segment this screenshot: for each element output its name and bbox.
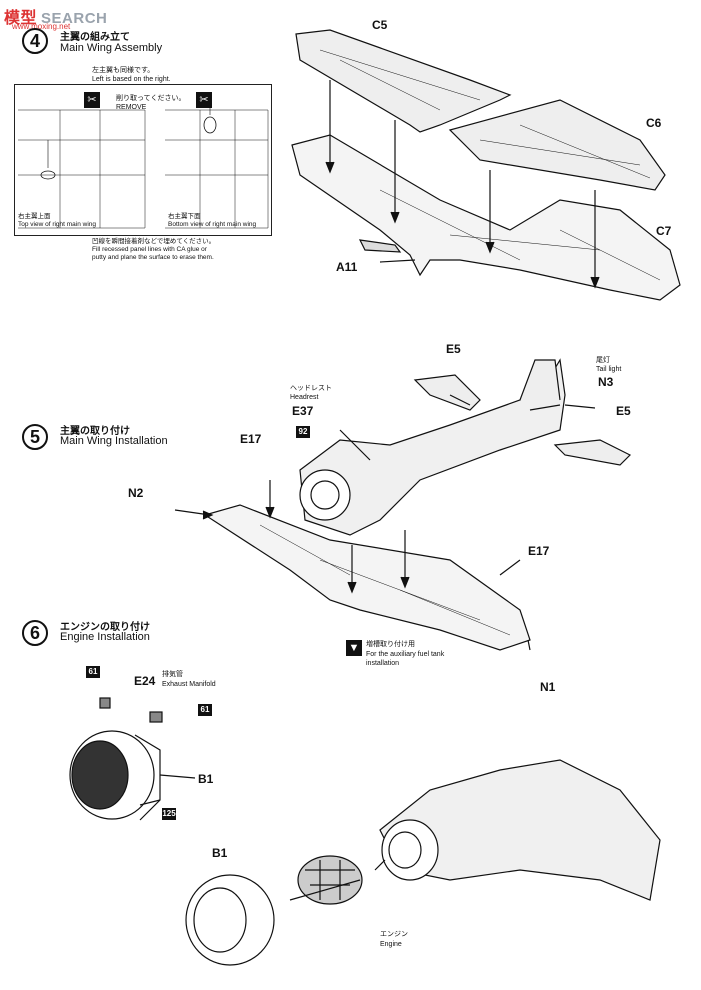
cut-icon-right: ✂ xyxy=(196,92,212,108)
exhaust-en: Exhaust Manifold xyxy=(162,681,216,688)
wing-lower-c7 xyxy=(291,134,681,301)
step-6-jp-title: エンジンの取り付け xyxy=(60,622,150,633)
stabilizer-e5-right xyxy=(553,439,632,466)
color-badge-125: 125 xyxy=(162,808,176,820)
part-label-b1: B1 xyxy=(198,772,214,786)
watermark-url: www.moxing.net xyxy=(12,22,71,31)
engine-jp: エンジン xyxy=(380,931,408,938)
fill-note-jp: 凹線を瞬間接着剤などで埋めてください。 xyxy=(92,238,216,245)
engine-en: Engine xyxy=(380,941,402,948)
color-badge-61a: 61 xyxy=(86,666,100,678)
part-label-a11: A11 xyxy=(336,260,358,274)
headrest-en: Headrest xyxy=(290,394,319,401)
step-5-en-title: Main Wing Installation xyxy=(60,435,168,447)
part-label-b1-lower: B1 xyxy=(212,846,228,860)
color-badge-92: 92 xyxy=(296,426,310,438)
part-label-e24: E24 xyxy=(134,674,156,688)
tail-fin xyxy=(519,359,561,401)
step-6-number: 6 xyxy=(22,620,48,646)
taillight-jp: 尾灯 xyxy=(596,357,610,364)
fill-note-en: Fill recessed panel lines with CA glue o… xyxy=(92,246,214,261)
part-label-c6: C6 xyxy=(646,116,662,130)
inset-note-en: Left is based on the right. xyxy=(92,76,171,83)
fuel-tank-en: For the auxiliary fuel tank installation xyxy=(366,651,445,667)
part-label-c5: C5 xyxy=(372,18,388,32)
drill-icon: ▼ xyxy=(346,640,362,656)
cut-icon: ✂ xyxy=(84,92,100,108)
remove-en: REMOVE xyxy=(116,104,147,111)
step-5-jp-title: 主翼の取り付け xyxy=(60,426,130,437)
fuselage-front xyxy=(379,759,661,901)
headrest-jp: ヘッドレスト xyxy=(290,385,332,392)
step-4-en-title: Main Wing Assembly xyxy=(60,42,163,54)
main-wing xyxy=(203,504,531,651)
part-label-c7: C7 xyxy=(656,224,672,238)
top-view-jp: 右主翼上面 xyxy=(18,213,51,220)
part-label-e5-top: E5 xyxy=(446,342,461,356)
fuel-tank-jp: 増槽取り付け用 xyxy=(366,641,415,648)
top-view-en: Top view of right main wing xyxy=(18,221,97,228)
wing-upper-c6 xyxy=(448,99,666,191)
stabilizer-e5-top xyxy=(413,374,481,411)
cowling-b1-lower xyxy=(185,874,275,966)
step-6-en-title: Engine Installation xyxy=(60,631,150,643)
step-4-number: 4 xyxy=(22,28,48,54)
part-label-n1: N1 xyxy=(540,680,556,694)
bottom-view-jp: 右主翼下面 xyxy=(168,213,201,220)
step-4-jp-title: 主翼の組み立て xyxy=(60,32,130,43)
part-label-e5-right: E5 xyxy=(616,404,631,418)
color-badge-61b: 61 xyxy=(198,704,212,716)
part-label-n2: N2 xyxy=(128,486,144,500)
taillight-en: Tail light xyxy=(596,366,622,373)
part-a11 xyxy=(358,239,402,253)
part-label-e17-right: E17 xyxy=(528,544,550,558)
wing-detail-inset xyxy=(14,84,272,236)
engine-body xyxy=(297,855,363,905)
step-5-number: 5 xyxy=(22,424,48,450)
part-label-e37: E37 xyxy=(292,404,314,418)
remove-jp: 削り取ってください。 xyxy=(116,95,186,102)
inset-note-jp: 左主翼も同様です。 xyxy=(92,67,155,74)
wing-upper-c5 xyxy=(295,29,512,133)
exhaust-jp: 排気管 xyxy=(162,671,183,678)
bottom-view-en: Bottom view of right main wing xyxy=(168,221,257,228)
part-label-n3: N3 xyxy=(598,375,614,389)
part-label-e17-left: E17 xyxy=(240,432,262,446)
fuselage xyxy=(299,358,566,536)
